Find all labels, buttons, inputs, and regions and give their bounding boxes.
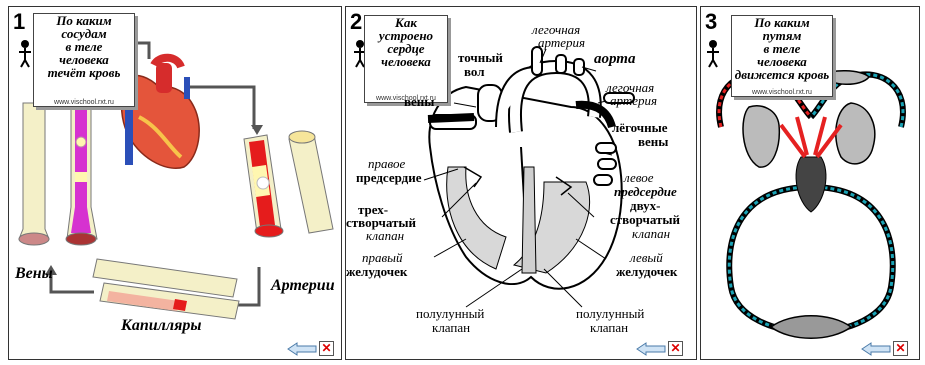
label-pulm-artery-top-2: артерия bbox=[538, 36, 585, 49]
panel-circulation: 3 bbox=[700, 6, 920, 360]
back-arrow-icon[interactable] bbox=[636, 342, 666, 356]
label-left-ventricle-2: желудочек bbox=[616, 265, 677, 278]
artery-tube-cut bbox=[244, 135, 283, 237]
label-pulm-trunk-b: вол bbox=[464, 65, 485, 78]
nav-controls: ✕ bbox=[861, 341, 908, 356]
back-arrow-icon[interactable] bbox=[287, 342, 317, 356]
left-lung bbox=[743, 106, 779, 167]
person-icon bbox=[19, 40, 31, 67]
label-bicuspid-2: створчатый bbox=[610, 213, 680, 226]
right-lung bbox=[836, 103, 875, 164]
label-semilunar-right-2: клапан bbox=[590, 321, 628, 334]
vein-tube-plain bbox=[19, 103, 49, 245]
label-veins: Вены bbox=[15, 265, 53, 283]
label-left-ventricle: левый bbox=[630, 251, 663, 264]
lower-capillary-net bbox=[771, 316, 851, 339]
label-pulm-artery-right-2: артерия bbox=[610, 94, 657, 107]
label-tricuspid-3: клапан bbox=[366, 229, 404, 242]
label-left-atrium: левое bbox=[624, 171, 654, 184]
question-line: движется кровь bbox=[732, 68, 832, 81]
label-bicuspid: двух- bbox=[630, 199, 660, 212]
label-right-atrium: правое bbox=[368, 157, 405, 170]
label-capillaries: Капилляры bbox=[121, 317, 201, 335]
back-arrow-icon[interactable] bbox=[861, 342, 891, 356]
panel-heart: 2 bbox=[345, 6, 697, 360]
artery-tube-plain bbox=[289, 131, 333, 233]
label-pulm-veins: лёгочные bbox=[612, 121, 668, 134]
question-box: Как устроено сердце человека www.vischoo… bbox=[364, 15, 448, 103]
label-semilunar-right: полулунный bbox=[576, 307, 644, 320]
question-line: течёт кровь bbox=[34, 66, 134, 79]
label-pulm-trunk-a: точный bbox=[458, 51, 503, 64]
close-icon[interactable]: ✕ bbox=[668, 341, 683, 356]
vein-tube-cut bbox=[66, 103, 97, 245]
label-aorta: аорта bbox=[594, 53, 635, 66]
label-bicuspid-3: клапан bbox=[632, 227, 670, 240]
nav-controls: ✕ bbox=[287, 341, 334, 356]
question-box: По каким путям в теле человека движется … bbox=[731, 15, 833, 97]
label-semilunar-left: полулунный bbox=[416, 307, 484, 320]
close-icon[interactable]: ✕ bbox=[893, 341, 908, 356]
label-semilunar-left-2: клапан bbox=[432, 321, 470, 334]
label-right-ventricle: правый bbox=[362, 251, 402, 264]
panel-vessels: 1 bbox=[8, 6, 342, 360]
nav-controls: ✕ bbox=[636, 341, 683, 356]
person-icon bbox=[707, 40, 719, 67]
label-veins: вены bbox=[404, 95, 434, 108]
question-line: человека bbox=[365, 55, 447, 68]
label-left-atrium-2: предсердие bbox=[614, 185, 677, 198]
heart-center bbox=[781, 117, 841, 212]
label-pulm-veins-2: вены bbox=[638, 135, 668, 148]
question-box: По каким сосудам в теле человека течёт к… bbox=[33, 13, 135, 107]
site-url: www.vischool.rxt.ru bbox=[732, 89, 832, 96]
label-right-ventricle-2: желудочек bbox=[346, 265, 407, 278]
label-arteries: Артерии bbox=[271, 277, 335, 295]
label-right-atrium-2: предсердие bbox=[356, 171, 422, 184]
site-url: www.vischool.rxt.ru bbox=[34, 99, 134, 106]
close-icon[interactable]: ✕ bbox=[319, 341, 334, 356]
